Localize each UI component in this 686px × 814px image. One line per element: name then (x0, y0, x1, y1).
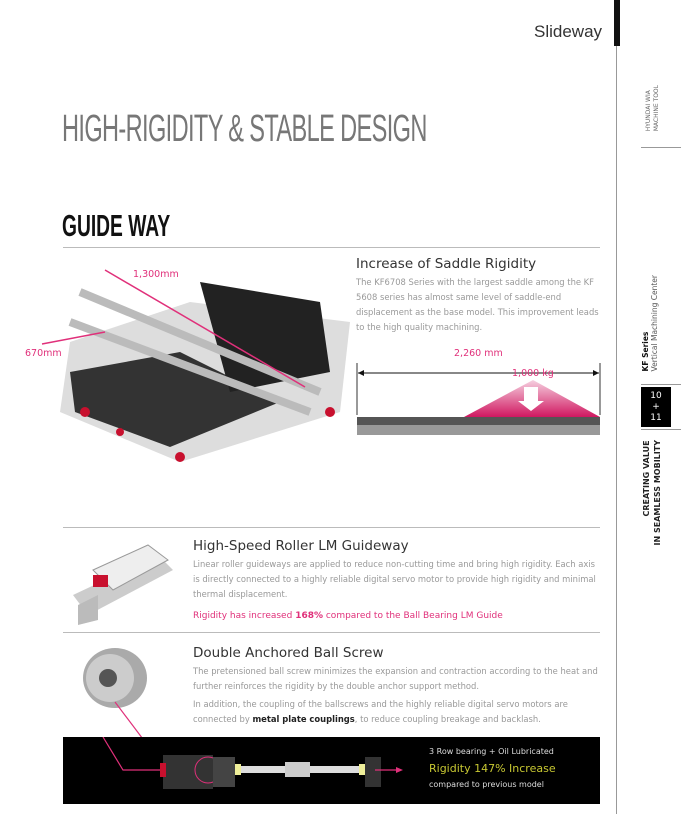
ballscrew-title: Double Anchored Ball Screw (193, 645, 384, 661)
ballscrew-body-2: In addition, the coupling of the ballscr… (193, 699, 568, 724)
divider (641, 429, 681, 430)
roller-body: Linear roller guideways are applied to r… (193, 559, 596, 599)
banner-line-2: Rigidity 147% Increase (429, 762, 556, 775)
divider (63, 632, 600, 633)
divider (616, 46, 617, 814)
dim-long-label: 1,300mm (133, 269, 179, 280)
guideway-machine-image (41, 269, 350, 462)
banner-line-1: 3 Row bearing + Oil Lubricated (429, 747, 554, 756)
saddle-body: The KF6708 Series with the largest saddl… (356, 277, 599, 332)
load-label: 1,000 kg (512, 368, 554, 379)
roller-guideway-image (73, 544, 173, 625)
divider (641, 384, 681, 385)
saddle-title: Increase of Saddle Rigidity (356, 256, 537, 272)
saddle-diagram (356, 363, 601, 435)
ballscrew-image (102, 737, 403, 789)
width-label: 2,260 mm (454, 348, 503, 359)
page-number: 10+11 (641, 387, 671, 427)
ballscrew-banner: 3 Row bearing + Oil Lubricated Rigidity … (63, 737, 600, 804)
top-bar (614, 0, 620, 46)
divider (641, 147, 681, 148)
coupling-image (83, 648, 171, 776)
divider (63, 527, 600, 528)
page-title: HIGH-RIGIDITY & STABLE DESIGN (62, 108, 427, 150)
section-title: Slideway (534, 22, 603, 41)
banner-line-3: compared to previous model (429, 780, 544, 789)
guide-way-title: GUIDE WAY (62, 208, 171, 243)
roller-highlight: Rigidity has increased 168% compared to … (193, 611, 503, 621)
dim-short-label: 670mm (25, 348, 62, 359)
divider (63, 247, 600, 248)
ballscrew-body-1: The pretensioned ball screw minimizes th… (193, 666, 598, 691)
roller-title: High-Speed Roller LM Guideway (193, 538, 409, 554)
